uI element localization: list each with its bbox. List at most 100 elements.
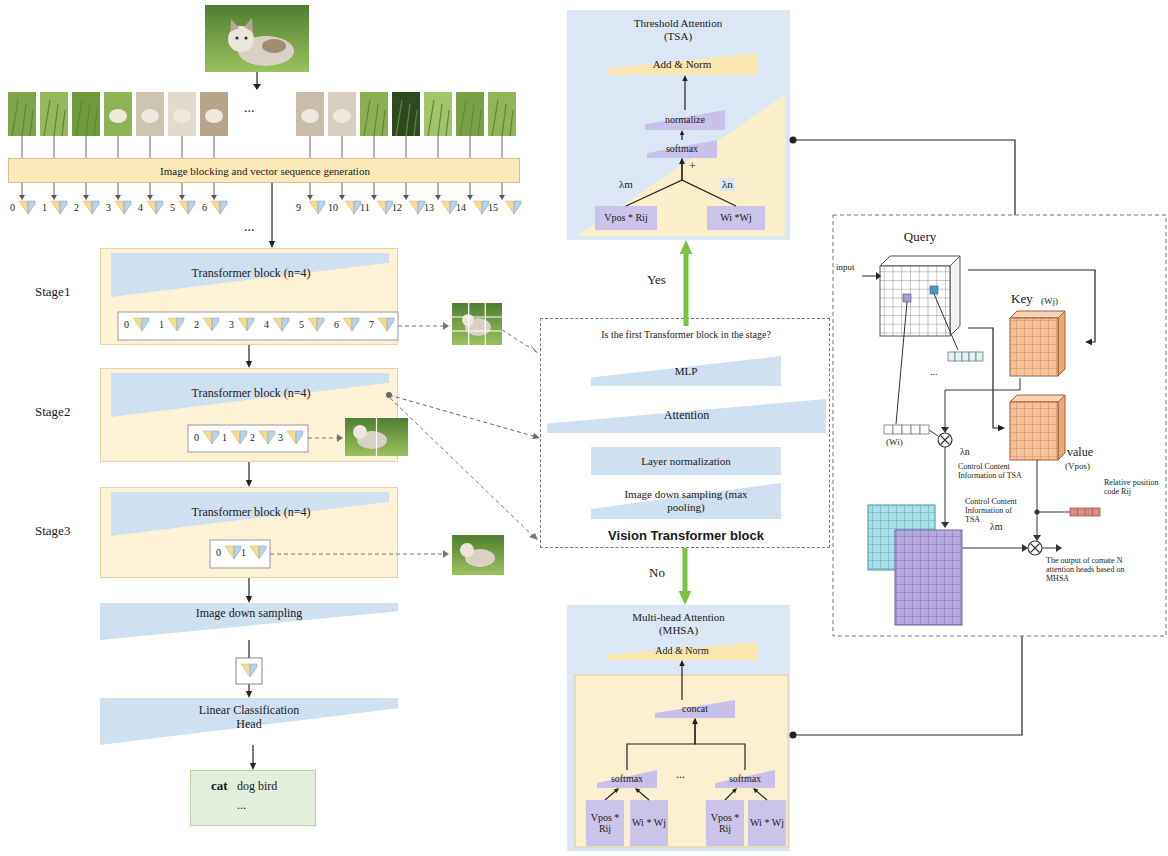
op-wedge	[655, 700, 735, 718]
token-strip	[118, 312, 398, 568]
cat-photo	[235, 36, 238, 39]
token-flag	[250, 546, 259, 559]
stage-box: Stage1Transformer block (n=4)	[100, 248, 398, 345]
arrow-head	[680, 240, 693, 254]
token-index: 1	[42, 202, 47, 214]
leader-head	[530, 344, 538, 353]
cat-photo	[238, 36, 294, 66]
image-patch	[492, 100, 513, 136]
multiply-symbol	[941, 436, 950, 445]
node-text-holder: Transformer block (n=4)	[191, 257, 311, 291]
token-flag	[387, 318, 394, 331]
cat-photo	[262, 39, 286, 53]
leader-head	[941, 522, 949, 528]
wedge-block	[100, 698, 398, 745]
node-text: Threshold Attention (TSA)	[623, 17, 733, 42]
node-text: Image blocking and vector sequence gener…	[160, 165, 370, 178]
annotation: +	[689, 160, 696, 174]
node-text-holder: Layer normalization	[591, 447, 781, 475]
leader-line	[1037, 512, 1070, 513]
leader-line	[896, 294, 1070, 548]
feature-thumbnail	[452, 303, 502, 345]
position-code-bar	[1077, 508, 1078, 516]
token-index: 1	[241, 547, 246, 559]
dashed-panel	[833, 215, 1166, 636]
node-text-holder: Wi * Wj	[631, 800, 667, 846]
token-flag	[115, 201, 131, 214]
token-flag	[282, 318, 289, 331]
token-arrow	[499, 195, 505, 200]
vector-cells	[884, 352, 983, 434]
token-flag	[179, 201, 188, 214]
token-index: 1	[159, 319, 164, 331]
token-flag	[378, 318, 394, 331]
annotation: (Wi)	[886, 437, 903, 447]
token-arrow	[470, 183, 471, 196]
arrow-head	[679, 591, 692, 605]
process-box: Layer normalization	[591, 447, 781, 475]
arrow-head	[679, 158, 684, 164]
operand-box: Vpos * Rij	[595, 206, 657, 230]
feature-thumbnail	[468, 303, 469, 345]
token-flag	[177, 318, 184, 331]
token-index-holder: 0	[10, 202, 15, 214]
token-flag	[296, 431, 303, 444]
token-flag	[505, 201, 521, 214]
token-index: 6	[334, 319, 339, 331]
annotation-holder: λn	[960, 446, 970, 458]
node-text-holder: ...	[237, 799, 246, 813]
node-text-holder: Multi-head Attention (MHSA)	[619, 609, 738, 639]
image-patch	[141, 109, 159, 123]
position-code-bar	[1070, 508, 1100, 516]
annotation-holder: Control Content Information of TSA	[965, 497, 1027, 525]
annotation: The output of comate N attention heads b…	[1046, 556, 1128, 584]
token-index-holder: 0	[216, 547, 221, 559]
node-text: softmax	[611, 773, 643, 785]
op-wedge: softmax	[647, 140, 717, 158]
annotation: ...	[244, 219, 255, 235]
token-flag	[250, 664, 257, 677]
op-wedge	[715, 770, 775, 788]
annotation: λm	[990, 521, 1003, 533]
connector-dot	[386, 392, 392, 398]
leader-head	[1022, 544, 1028, 552]
vector-cells	[955, 352, 962, 361]
token-flag	[28, 201, 35, 214]
edge-label-holder: λn	[720, 178, 735, 191]
vector-cells	[976, 352, 983, 361]
token-flag	[203, 318, 219, 331]
token-arrow	[51, 195, 57, 200]
arrow-head	[732, 788, 737, 793]
attention-grid	[868, 505, 935, 570]
token-arrow	[371, 195, 377, 200]
token-flag	[259, 546, 266, 559]
key-cube	[1010, 318, 1058, 376]
node-text-holder: Wi * Wj	[749, 800, 785, 846]
annotation-holder: ...	[930, 366, 938, 378]
token-flag	[83, 201, 99, 214]
token-arrow	[467, 195, 473, 200]
token-flag	[345, 201, 361, 214]
wedge-block	[591, 483, 781, 519]
patch-link	[502, 136, 503, 158]
wedge-block: Transformer block (n=4)	[111, 253, 389, 297]
token-flag	[259, 431, 268, 444]
token-strip	[118, 312, 398, 340]
wedge-block: Image down sampling (max pooling)	[591, 483, 781, 519]
token-flag	[220, 201, 227, 214]
patch-link	[182, 136, 183, 158]
image-patch	[136, 92, 164, 136]
edge-label: λm	[617, 178, 635, 191]
token-arrow	[19, 195, 25, 200]
token-index: 7	[369, 319, 374, 331]
token-index-holder: 0	[194, 432, 199, 444]
image-patch	[328, 92, 356, 136]
token-flag	[168, 318, 184, 331]
node-text-holder: Stage1	[35, 285, 70, 300]
annotation: input	[836, 262, 855, 272]
image-patch	[428, 100, 449, 136]
position-code-bar	[1085, 508, 1086, 516]
token-arrow	[86, 183, 87, 196]
node-text-holder: Transformer block (n=4)	[191, 496, 311, 530]
